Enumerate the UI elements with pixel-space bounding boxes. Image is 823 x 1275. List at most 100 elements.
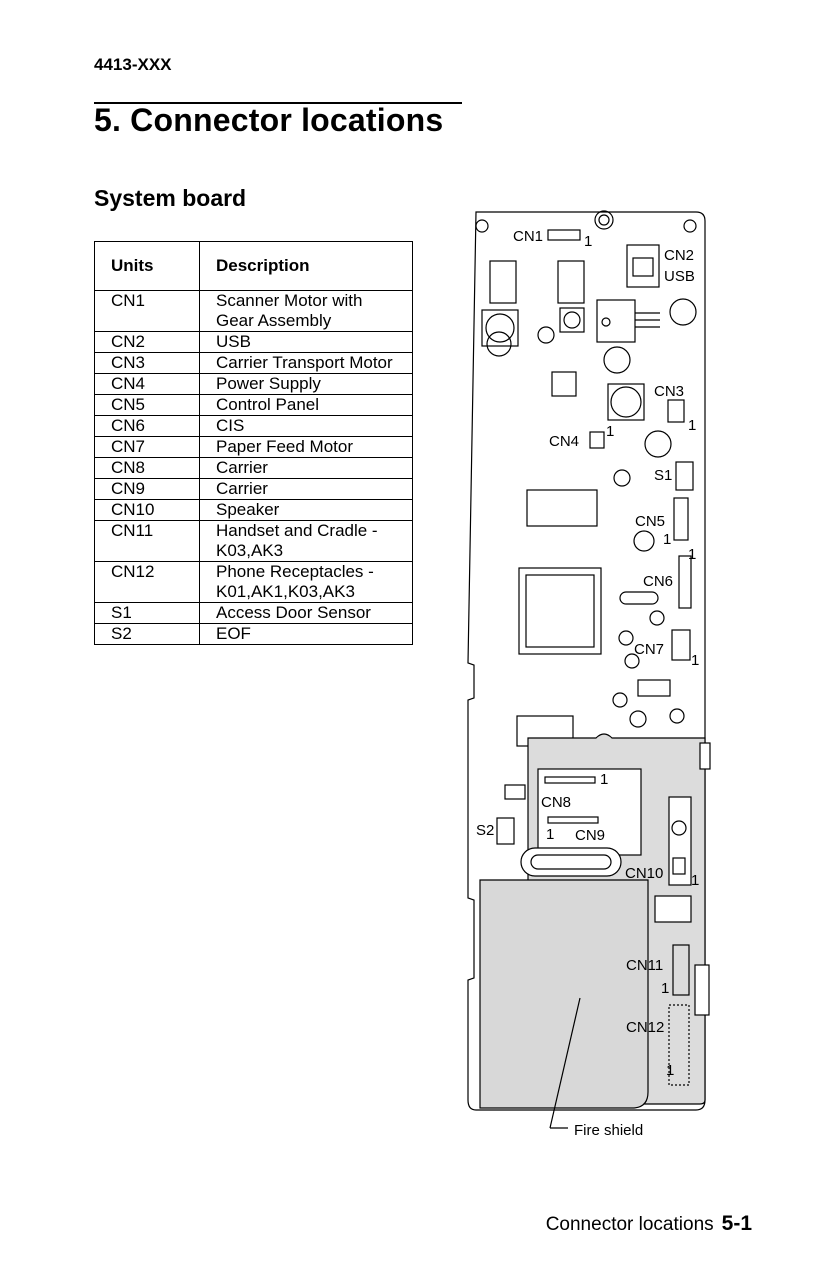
units-column-header: Units xyxy=(94,241,200,291)
description-column-header: Description xyxy=(199,241,413,291)
description-cell: Carrier xyxy=(199,478,413,500)
description-line: Control Panel xyxy=(216,395,320,414)
description-line: Handset and Cradle - xyxy=(216,521,378,540)
cn11-pin1-label: 1 xyxy=(661,980,669,997)
page-number: 5-1 xyxy=(721,1212,752,1235)
cn3-label: CN3 xyxy=(654,383,684,400)
s1-label: S1 xyxy=(654,467,672,484)
cn8-pin1-label: 1 xyxy=(600,771,608,788)
fire-shield xyxy=(479,879,649,1109)
cn1-connector xyxy=(547,229,581,241)
unit-cell: CN6 xyxy=(94,415,200,437)
description-line: Scanner Motor with xyxy=(216,291,363,310)
cn12-label: CN12 xyxy=(626,1019,664,1036)
table-row: S2 EOF xyxy=(94,623,413,645)
title-rule xyxy=(94,102,462,104)
description-line: CIS xyxy=(216,416,245,435)
unit-cell: CN9 xyxy=(94,478,200,500)
cn4-pin1-label: 1 xyxy=(606,423,614,440)
description-cell: Speaker xyxy=(199,499,413,521)
unit-cell: CN7 xyxy=(94,436,200,458)
cn10-pin1-label: 1 xyxy=(691,872,699,889)
cn7-label: CN7 xyxy=(634,641,664,658)
description-line: EOF xyxy=(216,624,251,643)
description-line: Carrier xyxy=(216,479,268,498)
description-cell: USB xyxy=(199,331,413,353)
mounting-hole xyxy=(598,214,610,226)
cn9-label: CN9 xyxy=(575,827,605,844)
usb-label: USB xyxy=(664,268,695,285)
cn7-pin1-label: 1 xyxy=(691,652,699,669)
page-title: 5. Connector locations xyxy=(94,102,444,138)
cn1-pin1-label: 1 xyxy=(584,233,592,250)
description-line: Carrier xyxy=(216,458,268,477)
system-board-diagram: CN1 1 CN2 USB CN3 1 CN4 1 S1 CN5 1 1 CN6… xyxy=(467,210,711,1139)
s2-switch xyxy=(496,817,515,845)
cn12-connector xyxy=(668,1004,690,1086)
document-id: 4413-XXX xyxy=(94,55,172,74)
s1-switch xyxy=(675,461,694,491)
table-row: CN2 USB xyxy=(94,331,413,353)
cn3-connector xyxy=(667,399,685,423)
main-chip xyxy=(518,567,602,655)
table-header-row: Units Description xyxy=(94,241,413,291)
description-line: K03,AK3 xyxy=(216,541,284,560)
description-cell: Access Door Sensor xyxy=(199,602,413,624)
unit-cell: CN8 xyxy=(94,457,200,479)
description-line: Access Door Sensor xyxy=(216,603,371,622)
cn5-connector xyxy=(673,497,689,541)
description-cell: EOF xyxy=(199,623,413,645)
cn12-pin1-label: 1 xyxy=(666,1062,674,1079)
table-row: CN8 Carrier xyxy=(94,457,413,479)
cn7-connector xyxy=(671,629,691,661)
description-cell: Handset and Cradle -K03,AK3 xyxy=(199,520,413,562)
cn1-label: CN1 xyxy=(513,228,543,245)
table-row: CN4 Power Supply xyxy=(94,373,413,395)
cn5-pin1-label: 1 xyxy=(663,531,671,548)
description-line: USB xyxy=(216,332,251,351)
unit-cell: CN12 xyxy=(94,561,200,603)
page-footer: Connector locations 5-1 xyxy=(546,1212,752,1236)
unit-cell: CN4 xyxy=(94,373,200,395)
cn11-connector xyxy=(672,944,690,996)
mounting-hole xyxy=(475,219,489,233)
description-line: Gear Assembly xyxy=(216,311,332,330)
description-line: Phone Receptacles - xyxy=(216,562,374,581)
unit-cell: S2 xyxy=(94,623,200,645)
description-line: K01,AK1,K03,AK3 xyxy=(216,582,355,601)
description-cell: Paper Feed Motor xyxy=(199,436,413,458)
cn8-label: CN8 xyxy=(541,794,571,811)
description-line: Carrier Transport Motor xyxy=(216,353,393,372)
cn10-connector xyxy=(672,857,686,875)
description-cell: Carrier xyxy=(199,457,413,479)
unit-cell: S1 xyxy=(94,602,200,624)
description-line: Speaker xyxy=(216,500,280,519)
description-cell: Phone Receptacles -K01,AK1,K03,AK3 xyxy=(199,561,413,603)
description-cell: Power Supply xyxy=(199,373,413,395)
unit-cell: CN2 xyxy=(94,331,200,353)
unit-cell: CN10 xyxy=(94,499,200,521)
cn6-pin1-label: 1 xyxy=(688,546,696,563)
section-subtitle: System board xyxy=(94,185,247,211)
cn4-connector xyxy=(589,431,605,449)
description-line: Power Supply xyxy=(216,374,321,393)
cn6-connector xyxy=(678,555,692,609)
description-cell: CIS xyxy=(199,415,413,437)
table-row: CN10 Speaker xyxy=(94,499,413,521)
table-row: CN6 CIS xyxy=(94,415,413,437)
cn4-label: CN4 xyxy=(549,433,579,450)
mounting-hole xyxy=(594,210,614,230)
board-outline xyxy=(467,211,706,1111)
s2-label: S2 xyxy=(476,822,494,839)
table-row: S1 Access Door Sensor xyxy=(94,602,413,624)
cn10-label: CN10 xyxy=(625,865,663,882)
mounting-hole xyxy=(683,219,697,233)
footer-section: Connector locations xyxy=(545,1214,714,1235)
